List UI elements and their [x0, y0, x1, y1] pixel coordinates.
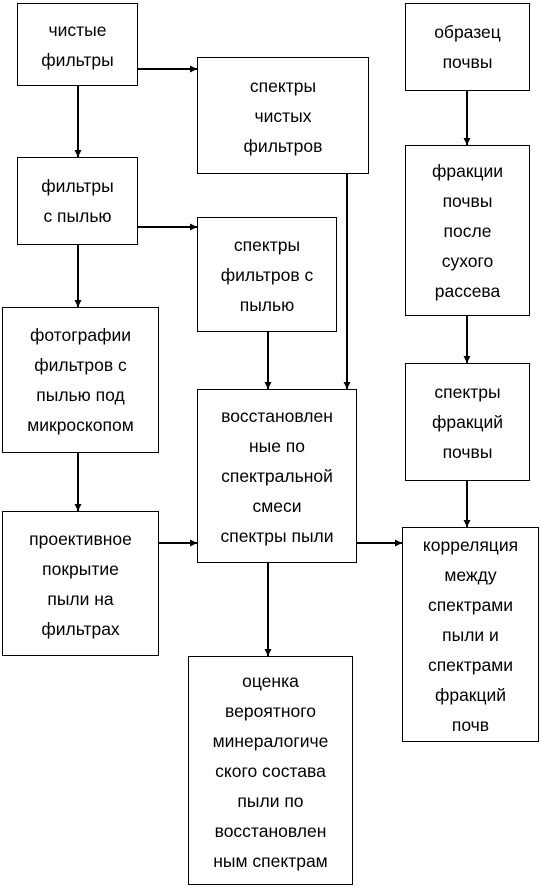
node-clean-filter-spectra: спектры чистых фильтров [197, 57, 369, 174]
node-dusty-filters: фильтры с пылью [17, 157, 138, 245]
node-clean-filters: чистые фильтры [17, 3, 138, 86]
node-soil-fraction-spectra: спектры фракций почвы [405, 363, 530, 481]
node-soil-fractions: фракции почвы после сухого рассева [405, 145, 530, 316]
node-mineral-composition-estimate: оценка вероятного минералогиче ского сос… [188, 656, 353, 885]
node-restored-dust-spectra: восстановлен ные по спектральной смеси с… [197, 389, 357, 563]
node-correlation: корреляция между спектрами пыли и спектр… [402, 527, 539, 742]
node-dusty-filter-spectra: спектры фильтров с пылью [197, 217, 337, 332]
node-projective-cover: проективное покрытие пыли на фильтрах [2, 511, 159, 656]
node-soil-sample: образец почвы [405, 3, 530, 91]
node-microscope-photos: фотографии фильтров с пылью под микроско… [2, 307, 159, 453]
